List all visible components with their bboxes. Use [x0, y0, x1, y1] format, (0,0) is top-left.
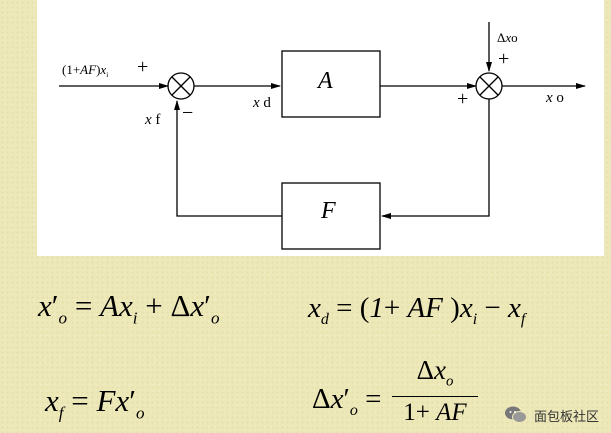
block-a-label: A [318, 68, 333, 94]
block-f-label: F [321, 198, 336, 224]
fraction-bar [392, 396, 478, 397]
equation-delta-lhs: Δx′o = [312, 383, 382, 420]
xd-label: x d [253, 95, 271, 111]
feedback-return-path [174, 100, 282, 217]
feedback-path [381, 99, 490, 219]
block-diagram [37, 0, 604, 256]
block-a [281, 50, 381, 118]
equation-delta-denominator: 1+ AF [403, 399, 467, 426]
diagram-canvas [59, 22, 586, 250]
equation-xd: xd = (1+ AF )xi − xf [308, 292, 526, 329]
input-label: (1+AF)xi [62, 62, 109, 80]
disturbance-sign: + [498, 48, 510, 70]
equation-xf: xf = Fx′o [45, 383, 145, 423]
xf-label: x f [145, 112, 161, 128]
equation-output: x′o = Axi + Δx′o [38, 288, 220, 328]
input-sign: + [137, 56, 149, 78]
watermark-text: 面包板社区 [533, 409, 599, 425]
disturbance-label: Δxo [497, 30, 518, 45]
feedback-sign: − [182, 102, 194, 124]
output-label: x o [546, 90, 564, 106]
watermark: 面包板社区 [504, 404, 599, 426]
wechat-icon [504, 406, 527, 423]
forward-sign: + [457, 88, 469, 110]
equation-delta-numerator: Δxo [416, 355, 454, 390]
